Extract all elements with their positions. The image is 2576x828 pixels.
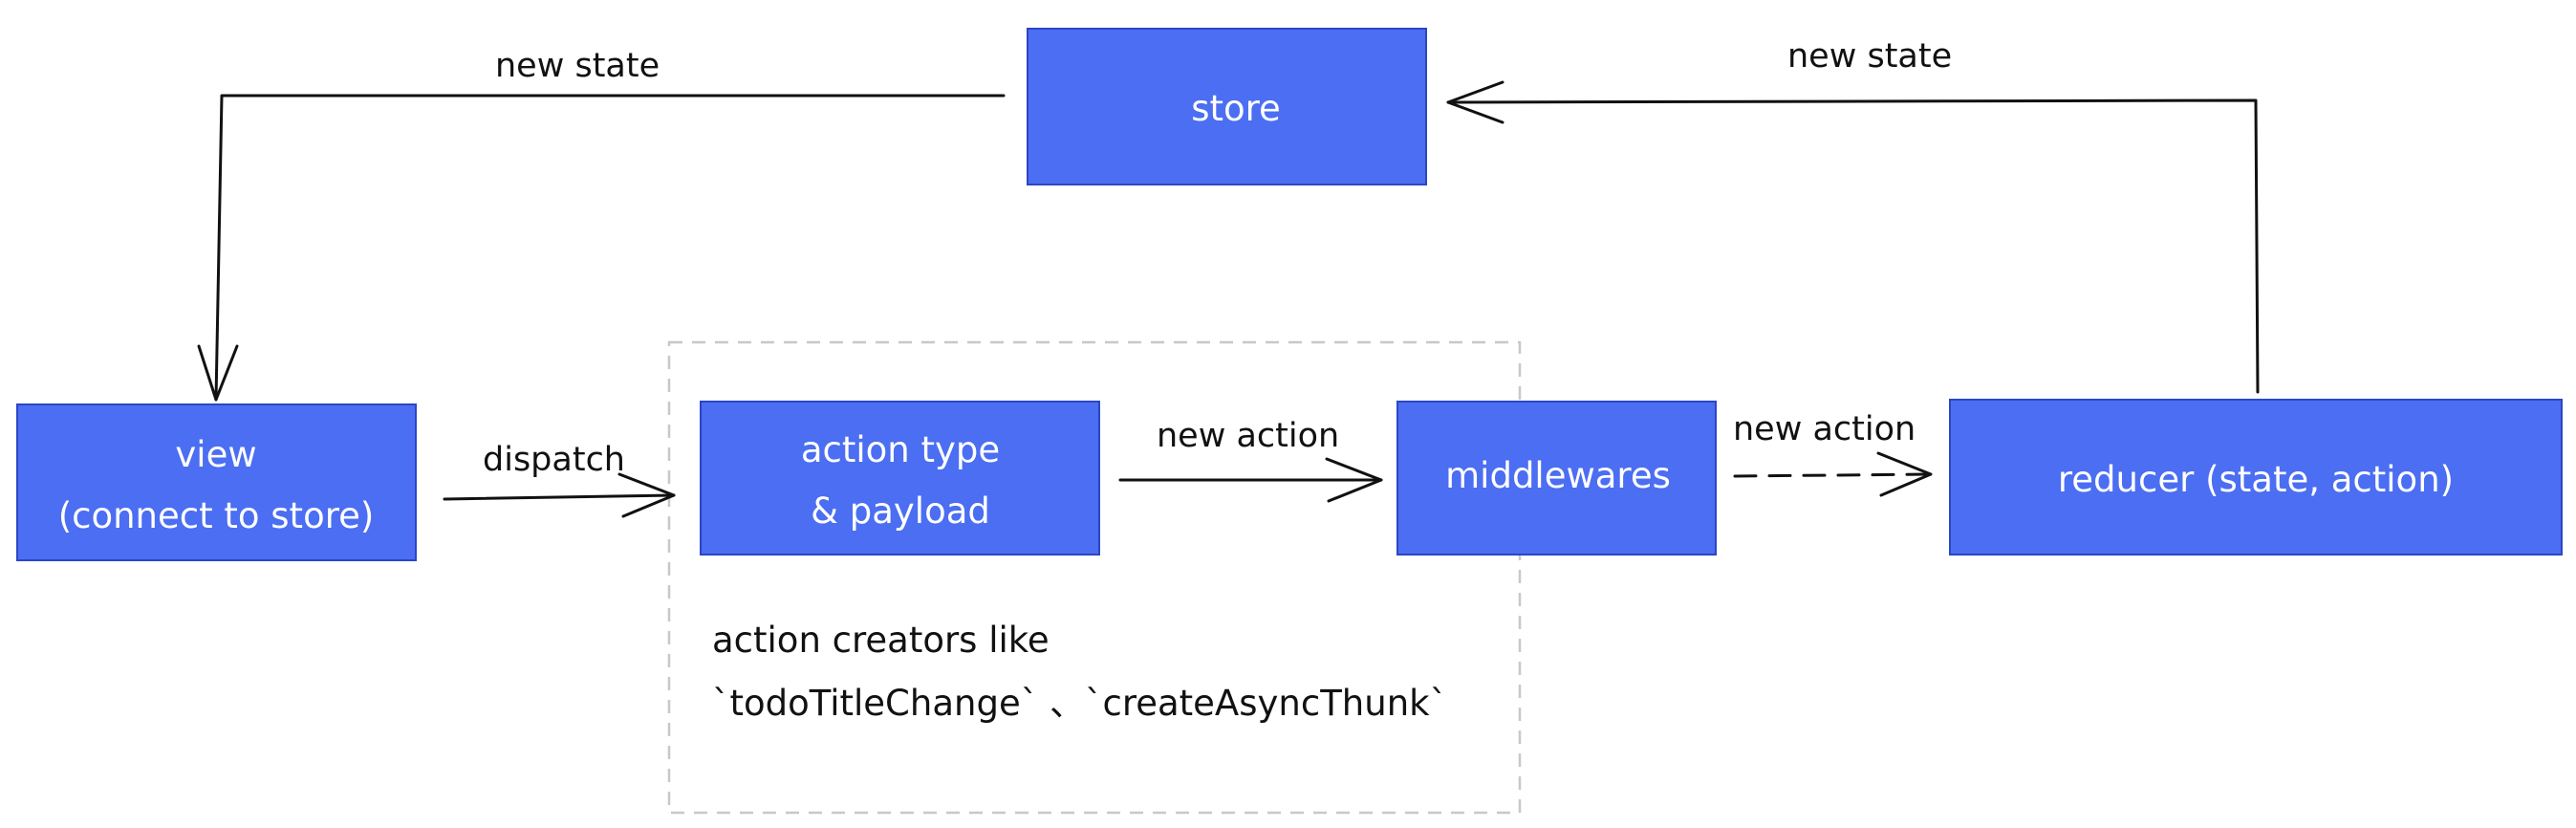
store-label: store	[1191, 88, 1281, 129]
view-box	[16, 403, 417, 561]
edge-view-to-action-label: dispatch	[483, 441, 625, 479]
edge-reducer-to-store-line	[1446, 98, 2260, 394]
action-label-line2: & payload	[811, 490, 990, 532]
edge-middlewares-to-reducer-arrowhead	[1876, 451, 1933, 497]
edge-view-to-action-arrowhead	[617, 472, 676, 518]
edge-store-to-view: new state	[197, 47, 1006, 402]
edge-store-to-view-line	[214, 94, 1006, 402]
edge-action-to-middlewares-label: new action	[1157, 417, 1339, 455]
action-creators-note-line2: `todoTitleChange` 、`createAsyncThunk`	[712, 683, 1447, 724]
store-box	[1027, 28, 1427, 185]
view-label-line2: (connect to store)	[58, 495, 375, 536]
action-box	[700, 401, 1100, 556]
reducer-box	[1949, 399, 2563, 556]
edge-middlewares-to-reducer-label: new action	[1733, 410, 1916, 448]
middlewares-label: middlewares	[1445, 455, 1671, 496]
view-label-line1: view	[175, 434, 256, 475]
edge-action-to-middlewares-arrowhead	[1325, 457, 1383, 503]
middlewares-box	[1396, 401, 1717, 556]
middlewares-node: middlewares	[1396, 401, 1717, 556]
action-label-line1: action type	[801, 429, 1000, 470]
edge-store-to-view-label: new state	[495, 47, 660, 85]
edge-view-to-action: dispatch	[443, 441, 676, 518]
reducer-node: reducer (state, action)	[1949, 399, 2563, 556]
edge-middlewares-to-reducer-line	[1733, 472, 1933, 478]
view-node: view (connect to store)	[16, 403, 417, 561]
action-creators-note-line1: action creators like	[712, 620, 1050, 661]
edge-middlewares-to-reducer: new action	[1733, 410, 1933, 497]
edge-reducer-to-store-arrowhead	[1446, 80, 1504, 124]
edge-reducer-to-store: new state	[1446, 37, 2260, 394]
edge-action-to-middlewares: new action	[1118, 417, 1383, 503]
store-node: store	[1027, 28, 1427, 185]
edge-store-to-view-arrowhead	[197, 344, 239, 402]
action-creators-group	[667, 340, 1522, 815]
edge-view-to-action-line	[443, 493, 676, 501]
reducer-label: reducer (state, action)	[2058, 459, 2454, 500]
edge-reducer-to-store-label: new state	[1787, 37, 1952, 76]
action-node: action type & payload	[700, 401, 1100, 556]
